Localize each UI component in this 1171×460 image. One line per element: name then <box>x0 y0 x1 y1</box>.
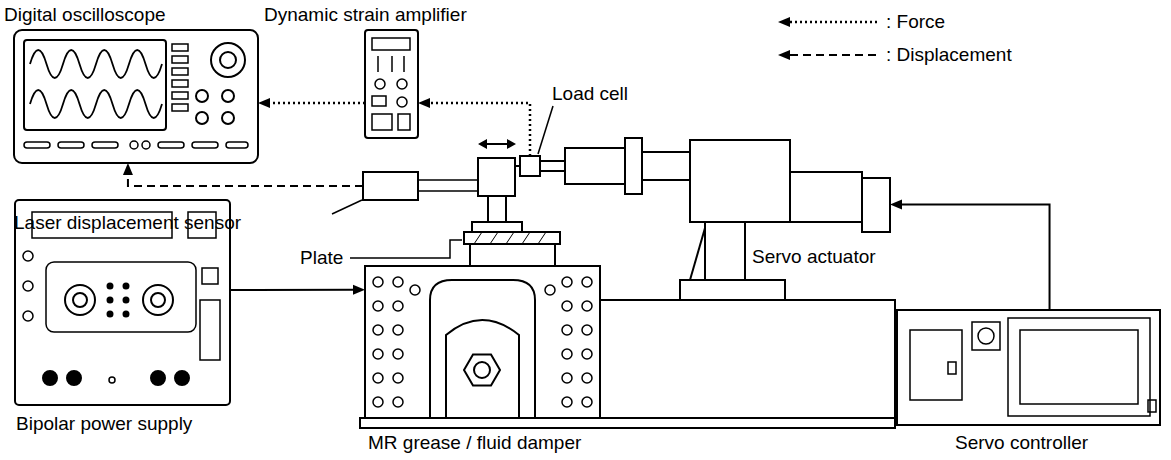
device-label: Load cell <box>552 83 628 105</box>
mr-damper: MR grease / fluid damper <box>365 266 600 418</box>
device-label: Digital oscilloscope <box>4 4 166 26</box>
laser-sensor: Laser displacement sensor <box>363 172 418 200</box>
device-label: Laser displacement sensor <box>14 212 241 234</box>
device-label: Dynamic strain amplifier <box>264 4 467 26</box>
signal-connector <box>418 98 530 156</box>
connector-line <box>900 204 1050 310</box>
signal-connector <box>230 285 365 295</box>
servo-actuator: Servo actuator <box>540 138 890 232</box>
load-cell: Load cell <box>520 156 540 176</box>
signal-connector <box>890 199 1050 310</box>
arrow-head <box>258 98 270 108</box>
device-label: Bipolar power supply <box>16 413 192 435</box>
connector-line <box>230 289 355 291</box>
arrow-head <box>890 199 902 209</box>
servo-controller: Servo controller <box>897 310 1160 425</box>
connector-line <box>128 173 363 186</box>
device-label: Servo actuator <box>752 246 876 268</box>
signal-connector <box>123 163 363 186</box>
oscilloscope: Digital oscilloscope <box>14 30 258 163</box>
part-label: Plate <box>300 247 343 269</box>
connector-line <box>268 102 365 105</box>
signal-connector <box>258 98 365 108</box>
arrow-head <box>418 98 430 108</box>
legend-text: : Force <box>886 11 945 33</box>
legend-text: : Displacement <box>886 44 1012 66</box>
strain-amplifier: Dynamic strain amplifier <box>365 30 418 138</box>
arrow-head <box>123 163 133 175</box>
device-label: MR grease / fluid damper <box>368 432 581 454</box>
connector-line <box>428 103 530 156</box>
power-supply: Bipolar power supply <box>15 200 230 405</box>
arrow-head <box>353 285 365 295</box>
device-label: Servo controller <box>955 432 1088 454</box>
